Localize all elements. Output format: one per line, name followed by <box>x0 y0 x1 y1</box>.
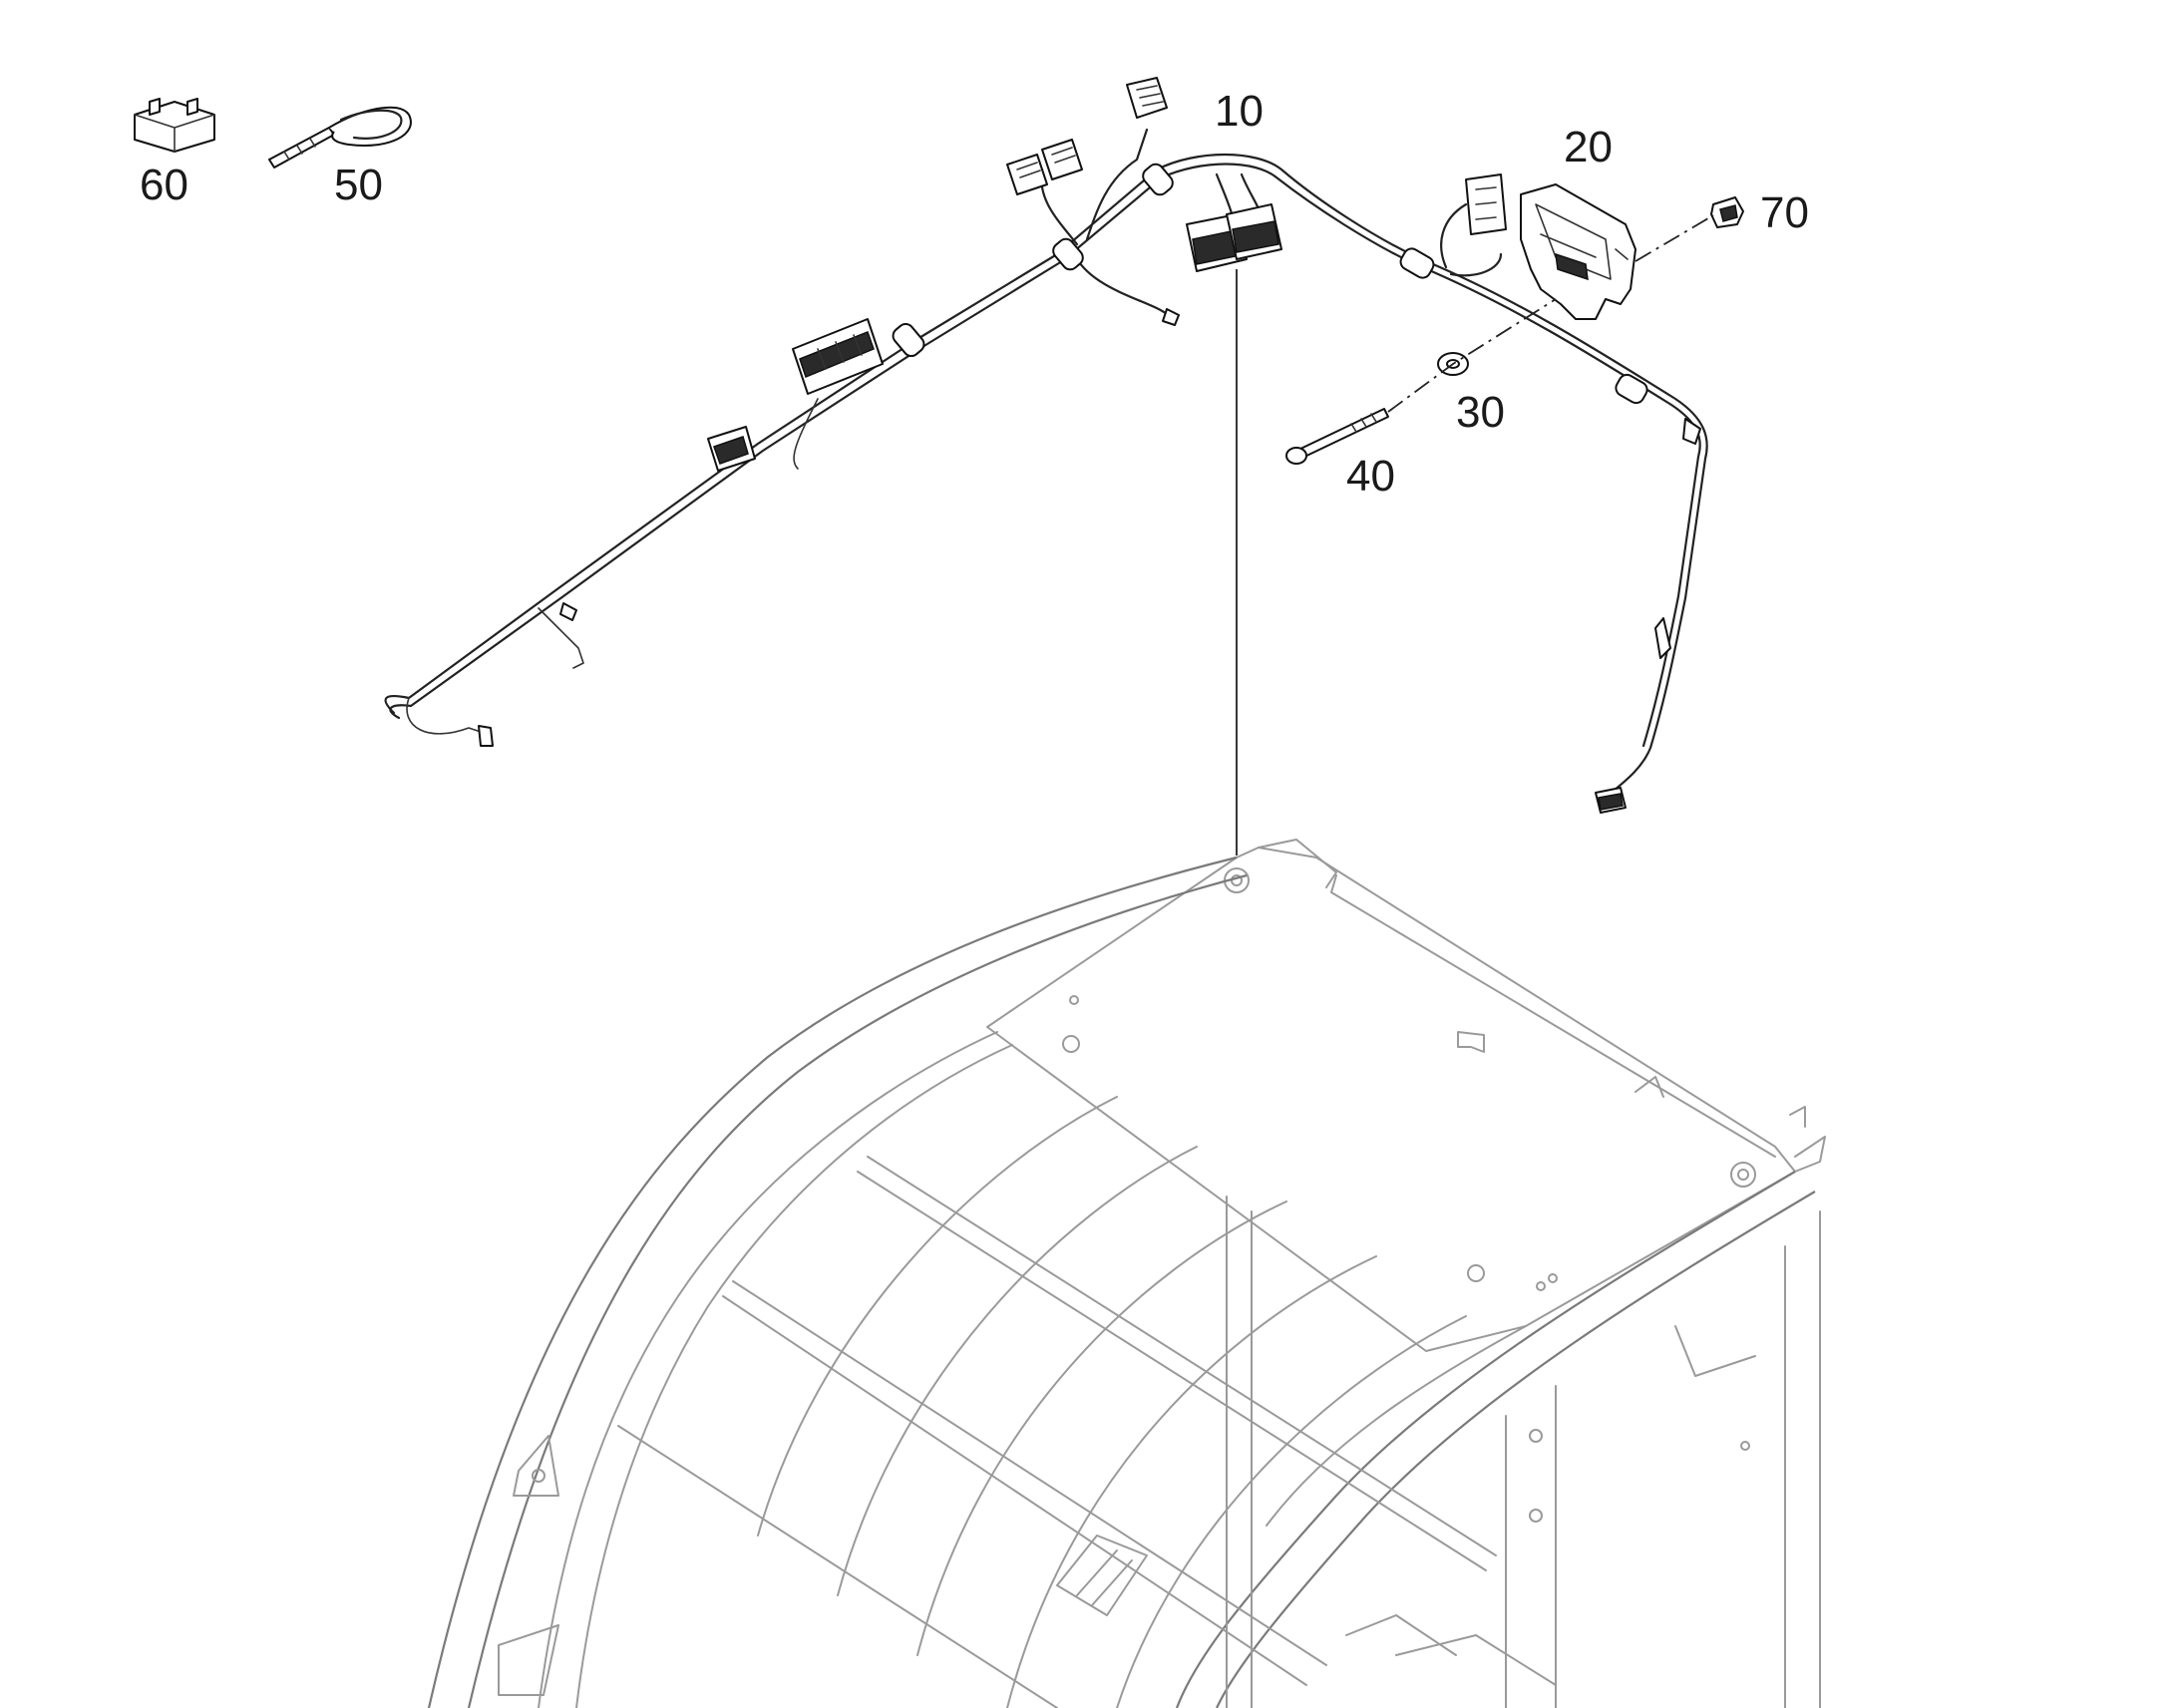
part-50-cable-tie <box>268 106 412 169</box>
harness-connector <box>478 77 1701 814</box>
callout-40: 40 <box>1346 452 1395 501</box>
callout-20: 20 <box>1564 123 1613 171</box>
part-70-clip <box>1710 196 1744 228</box>
callout-10: 10 <box>1215 87 1264 136</box>
wiring-harness <box>384 77 1708 855</box>
cab-frame <box>427 839 1826 1708</box>
assembly-axis-line-2 <box>1635 214 1714 262</box>
callout-60: 60 <box>140 161 188 209</box>
callout-50: 50 <box>334 161 383 209</box>
assembly-axis-line <box>1387 298 1557 413</box>
part-60-fuse <box>134 98 215 153</box>
callout-70: 70 <box>1760 188 1809 237</box>
part-20-relay-holder <box>1520 183 1636 320</box>
part-40-bolt <box>1285 408 1389 465</box>
callout-30: 30 <box>1456 388 1505 437</box>
